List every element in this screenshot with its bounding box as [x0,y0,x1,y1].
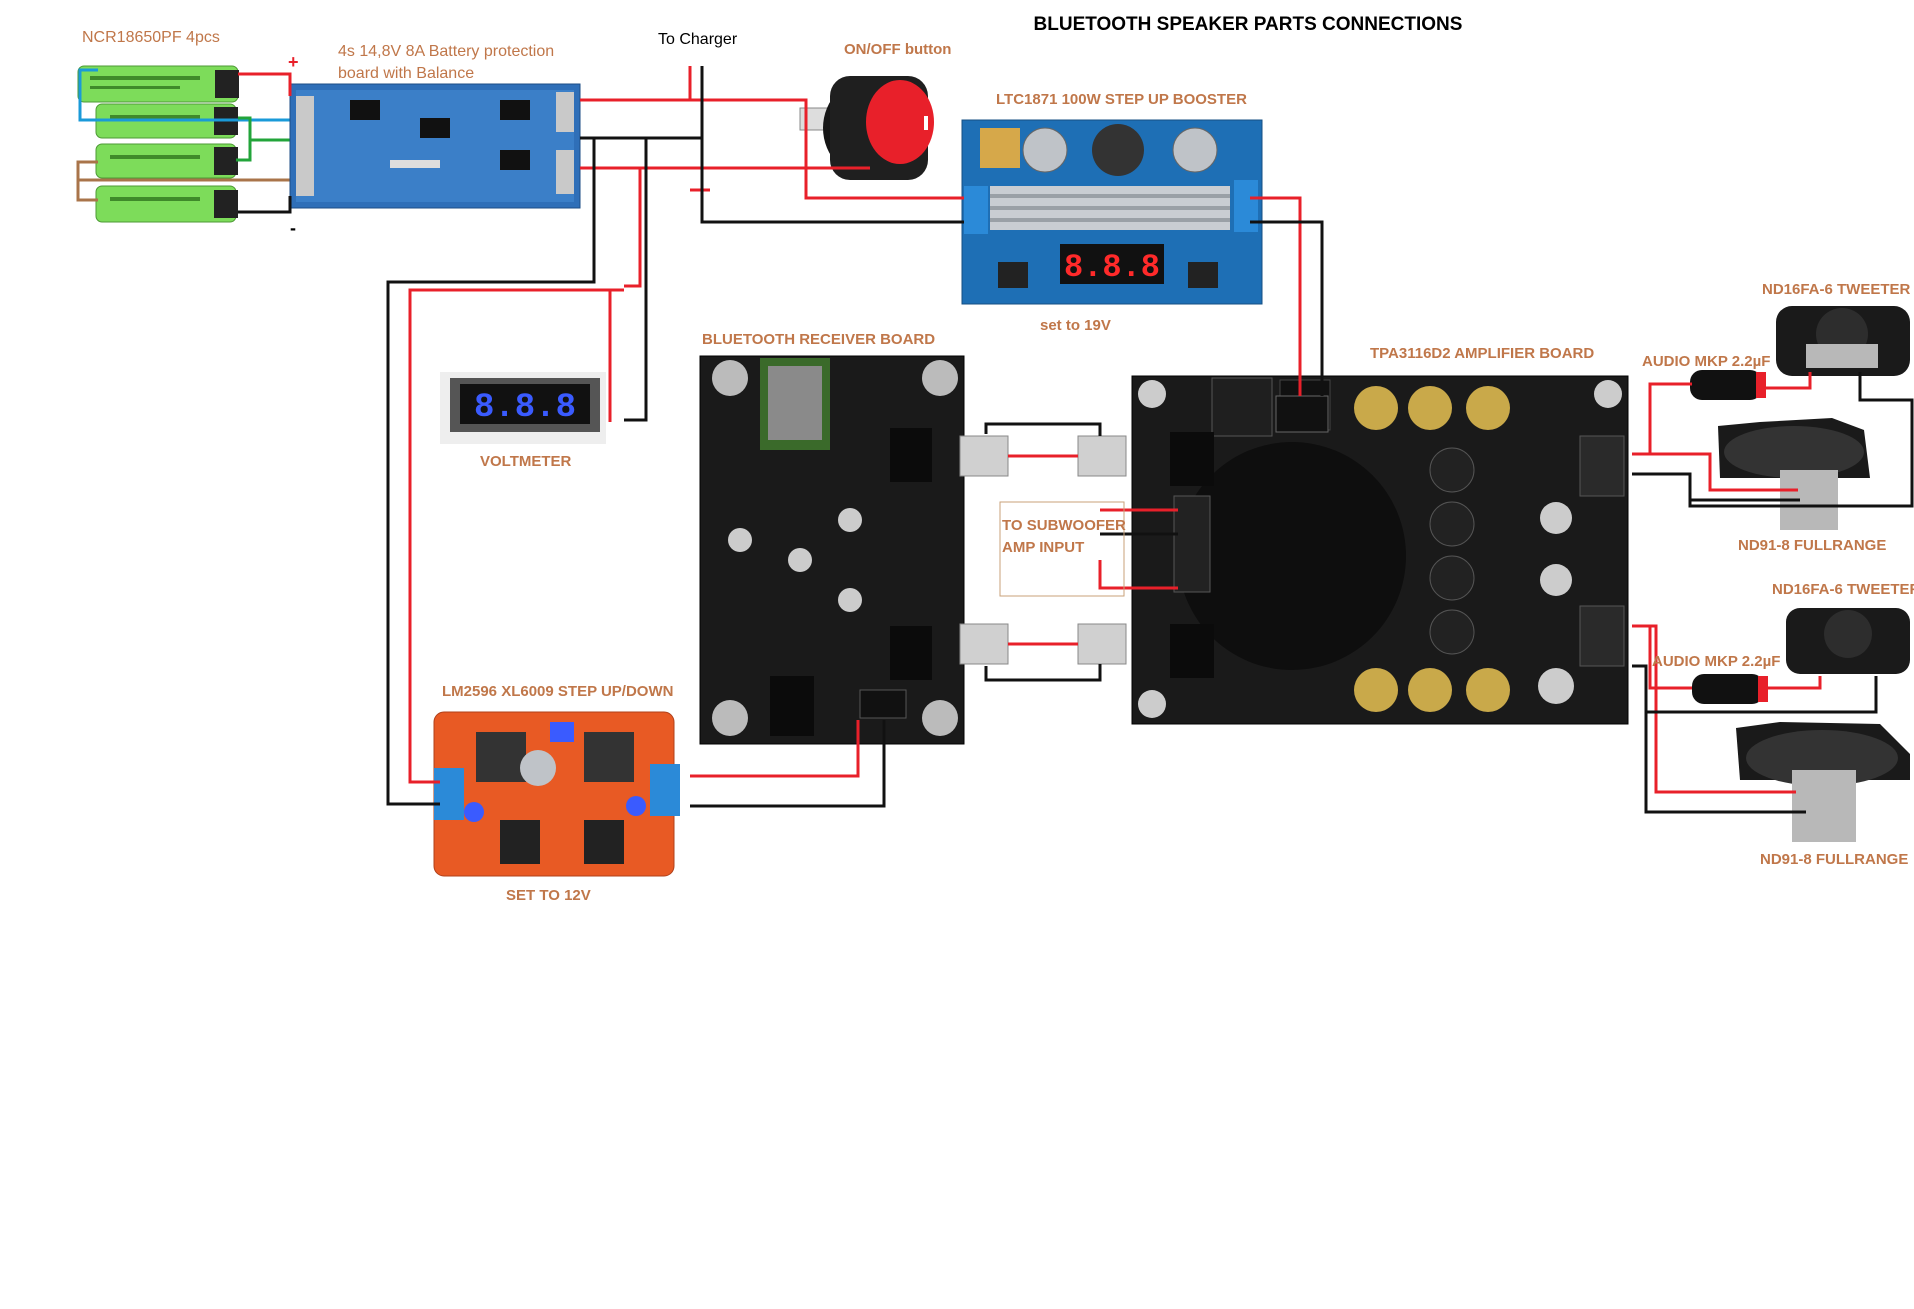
stepupdown-label: LM2596 XL6009 STEP UP/DOWN [442,683,673,700]
batteries-label: NCR18650PF 4pcs [82,29,220,46]
subwoofer-box [999,501,1125,597]
subwoofer-label-line1: TO SUBWOOFER [1002,517,1126,534]
fullrange-bottom [1736,722,1910,842]
tweeter-top-label: ND16FA-6 TWEETER [1762,281,1911,298]
stepupdown-set-label: SET TO 12V [506,887,591,904]
battery-cell [95,185,238,223]
fullrange-bottom-label: ND91-8 FULLRANGE [1760,851,1908,868]
to-charger-label: To Charger [658,31,738,48]
tweeter-bottom [1786,608,1910,674]
booster-set-label: set to 19V [1040,317,1111,334]
voltmeter: 8.8.8 [440,372,606,444]
tweeter-bottom-label: ND16FA-6 TWEETER [1772,581,1914,598]
voltmeter-display: 8.8.8 [474,389,576,427]
page-title: BLUETOOTH SPEAKER PARTS CONNECTIONS [1034,14,1463,35]
amplifier-board [1131,375,1629,725]
fullrange-top-label: ND91-8 FULLRANGE [1738,537,1886,554]
minus-label: - [290,218,296,238]
booster-display: 8.8.8 [1064,249,1160,286]
battery-pack [77,65,239,223]
wires-black [238,66,1914,814]
bms-board [289,83,581,209]
step-up-booster-board: 8.8.8 [961,119,1263,305]
amplifier-label: TPA3116D2 AMPLIFIER BOARD [1370,345,1594,362]
wires-red [238,66,1822,794]
voltmeter-label: VOLTMETER [480,453,572,470]
bms-label-line1: 4s 14,8V 8A Battery protection [338,43,554,60]
balance-wires [76,68,298,202]
rocker-switch [799,76,934,180]
bms-label-line2: board with Balance [338,65,474,82]
cap-top-label: AUDIO MKP 2.2µF [1642,353,1770,370]
capacitor-bottom [1692,674,1768,704]
bt-receiver-label: BLUETOOTH RECEIVER BOARD [702,331,935,348]
tweeter-top [1776,306,1910,376]
onoff-label: ON/OFF button [844,41,951,58]
capacitor-top [1690,370,1766,400]
battery-cell [95,143,238,179]
subwoofer-label-line2: AMP INPUT [1002,539,1084,556]
battery-cell [77,65,239,103]
cap-bottom-label: AUDIO MKP 2.2µF [1652,653,1780,670]
booster-label: LTC1871 100W STEP UP BOOSTER [996,91,1247,108]
fullrange-top [1718,418,1870,530]
bluetooth-receiver-board [699,355,965,745]
step-up-down-board [433,711,680,877]
rca-cables [959,435,1127,665]
plus-label: + [288,52,299,72]
